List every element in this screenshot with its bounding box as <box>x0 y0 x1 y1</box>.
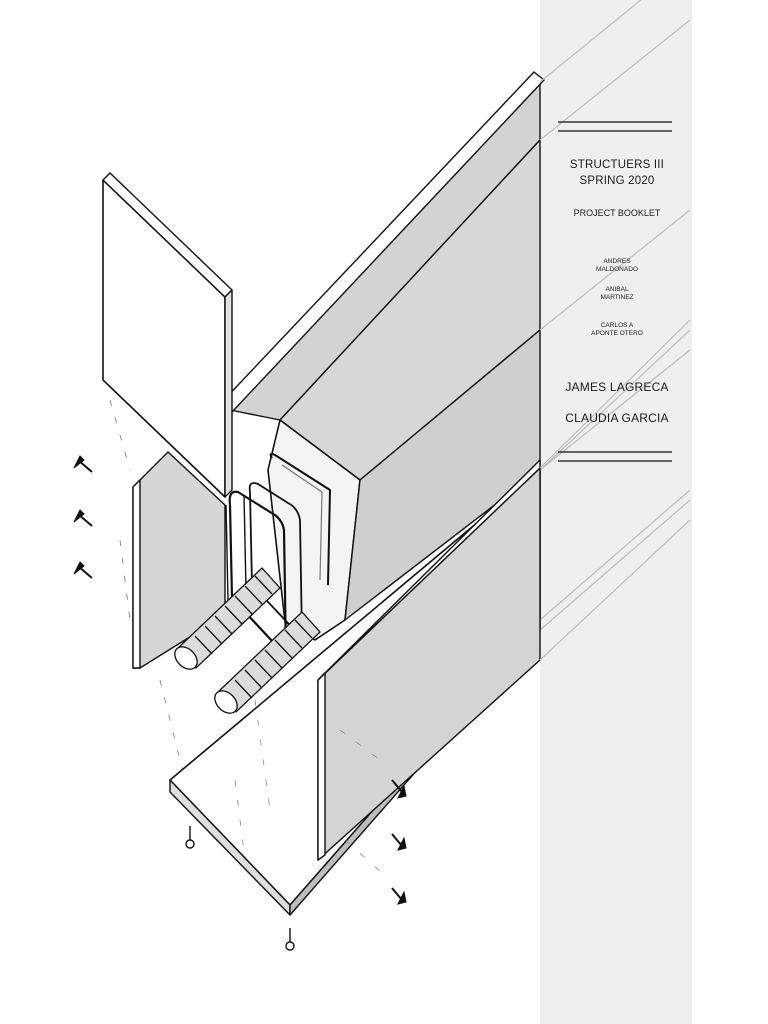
stirrup-1 <box>228 490 288 658</box>
title-rules <box>558 121 672 462</box>
nail-icon <box>391 887 407 905</box>
nail-icon <box>391 833 407 851</box>
rebar-bar-1 <box>174 567 281 670</box>
stirrup-2 <box>248 482 303 639</box>
nail-icon <box>391 779 407 799</box>
rebar-cage <box>225 482 303 658</box>
alignment-dashes <box>234 699 391 881</box>
rebar-bar-2 <box>214 611 321 714</box>
form-panel-upper <box>102 172 233 498</box>
form-panel-right <box>317 319 691 861</box>
nail-icon <box>73 509 93 527</box>
nail-icon <box>73 455 93 473</box>
nail-fasteners <box>73 455 407 951</box>
nail-icon <box>73 561 93 579</box>
form-panel-left <box>109 399 226 781</box>
screw-icon <box>285 928 295 951</box>
concrete-beam <box>221 0 691 641</box>
title-panel-background <box>540 0 692 1024</box>
screw-icon <box>185 826 195 849</box>
